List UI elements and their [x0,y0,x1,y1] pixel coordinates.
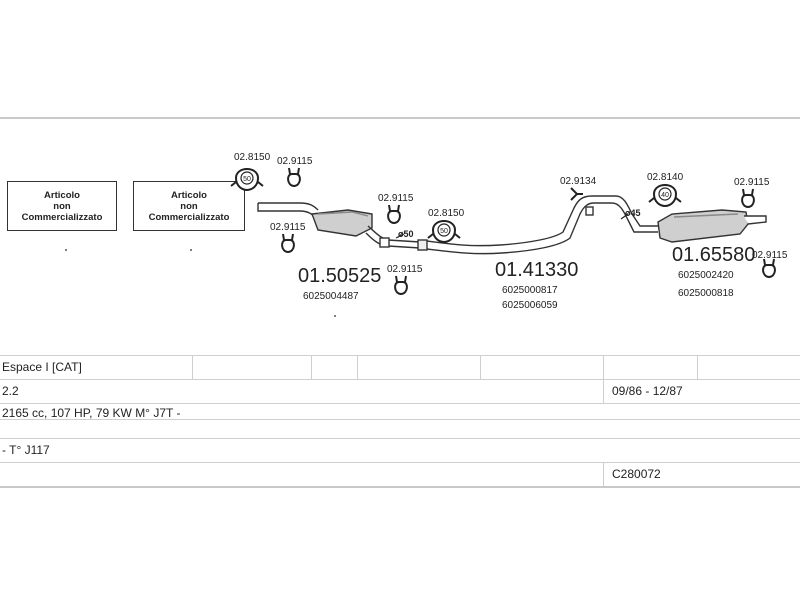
table-line [0,462,800,463]
table-line [0,379,800,380]
intermediate-pipe-ref: 6025000817 [502,285,558,296]
front-silencer-ref: 6025004487 [303,291,359,302]
table-divider [697,356,698,379]
kit-code: C280072 [612,467,661,481]
vehicle-model: Espace I [CAT] [2,360,82,374]
pipe-clamp-icon: 50 [427,220,461,244]
intermediate-pipe-code: 01.41330 [495,259,578,281]
diameter-label: ø45 [625,208,641,218]
diameter-arrow [620,213,629,220]
bottom-border-line [0,486,800,488]
part-label: 02.9115 [378,193,414,204]
top-border-line [0,117,800,119]
part-label: 02.9115 [752,250,788,261]
article-line: Commercializzato [21,211,103,223]
clamp-size-label: 50 [243,176,251,183]
table-divider [603,356,604,379]
part-label: 02.8150 [428,208,465,219]
part-label: 02.9134 [560,176,597,187]
mounting-bracket-icon [570,187,583,201]
part-label: 02.8150 [234,152,271,163]
rear-silencer-drawing [657,209,767,243]
table-line [0,403,800,404]
rubber-ring-icon [394,275,408,296]
dot-mark [334,315,336,317]
article-line: non [53,200,71,212]
intermediate-pipe-drawing [426,195,658,255]
production-dates: 09/86 - 12/87 [612,384,683,398]
front-silencer-drawing [257,202,428,251]
part-label: 02.9115 [277,156,313,167]
article-box-2: Articolo non Commercializzato [133,181,245,231]
rear-silencer-ref: 6025000818 [678,288,734,299]
part-label: 02.8140 [647,172,684,183]
part-label: 02.9115 [387,264,423,275]
article-box-1: Articolo non Commercializzato [7,181,117,231]
table-divider [357,356,358,379]
table-divider [603,380,604,403]
part-label: 02.9115 [734,177,770,188]
article-line: Commercializzato [148,211,230,223]
article-line: Articolo [44,189,80,201]
rubber-ring-icon [387,204,401,225]
diameter-arrow [395,233,405,239]
dot-mark [65,249,67,251]
clamp-size-label: 50 [440,228,448,235]
rubber-ring-icon [281,233,295,254]
rear-silencer-ref: 6025002420 [678,270,734,281]
article-line: Articolo [171,189,207,201]
rear-silencer-code: 01.65580 [672,244,755,266]
table-divider [192,356,193,379]
rubber-ring-icon [762,258,776,279]
front-silencer-code: 01.50525 [298,265,381,287]
intermediate-pipe-ref: 6025006059 [502,300,558,311]
clamp-size-label: 40 [661,192,669,199]
table-line [0,355,800,356]
engine-size: 2.2 [2,384,19,398]
pipe-clamp-icon: 40 [648,184,682,208]
rubber-ring-icon [741,188,755,209]
rubber-ring-icon [287,167,301,188]
diameter-label: ø50 [398,229,414,239]
dot-mark [190,249,192,251]
part-label: 02.9115 [270,222,306,233]
table-line [0,419,800,420]
table-divider [480,356,481,379]
table-divider [311,356,312,379]
engine-spec: 2165 cc, 107 HP, 79 KW M° J7T - [2,406,181,420]
table-divider [603,463,604,486]
vehicle-type: - T° J117 [2,443,50,457]
table-line [0,438,800,439]
article-line: non [180,200,198,212]
pipe-clamp-icon: 50 [230,168,264,192]
